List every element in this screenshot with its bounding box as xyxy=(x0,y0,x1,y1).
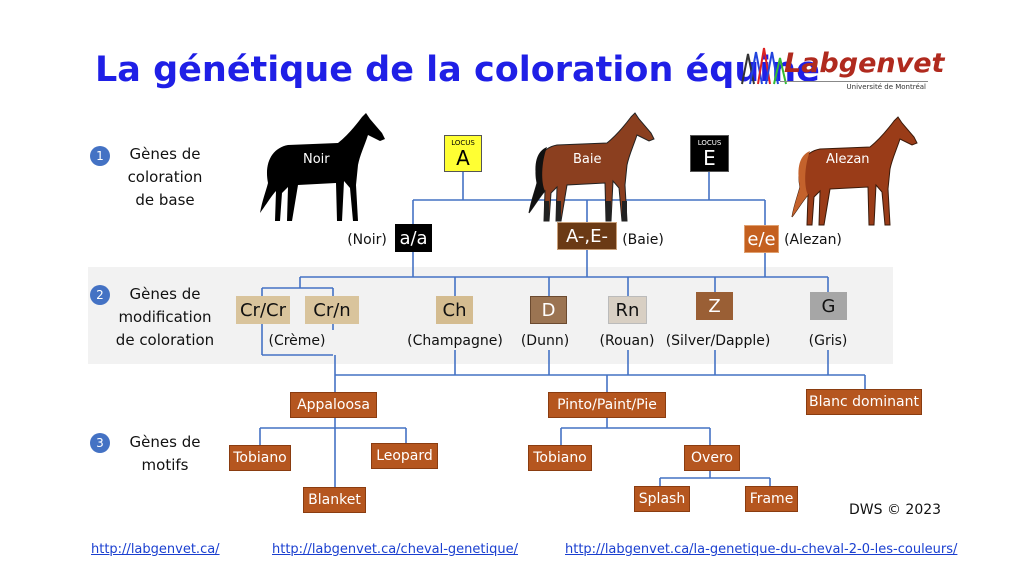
modifier-cr-label: (Crème) xyxy=(268,333,326,349)
credit: DWS © 2023 xyxy=(849,502,942,518)
modifier-d-label: (Dunn) xyxy=(520,333,570,349)
genotype-ae: A-,E- xyxy=(557,222,617,250)
pattern-blanc-dominant: Blanc dominant xyxy=(806,389,922,415)
pattern-appaloosa: Appaloosa xyxy=(290,392,377,418)
pattern-blanket: Blanket xyxy=(303,487,366,513)
modifier-crn: Cr/n xyxy=(305,296,359,324)
pattern-tobiano-pinto: Tobiano xyxy=(528,445,592,471)
modifier-z-label: (Silver/Dapple) xyxy=(665,333,771,349)
genotype-aa: a/a xyxy=(395,224,432,252)
modifier-rn-label: (Rouan) xyxy=(599,333,655,349)
genotype-aa-label: (Noir) xyxy=(347,232,387,248)
horse-noir-label: Noir xyxy=(303,152,330,167)
modifier-z: Z xyxy=(696,292,733,320)
modifier-rn: Rn xyxy=(608,296,647,324)
horse-baie-label: Baie xyxy=(573,152,602,167)
modifier-g: G xyxy=(810,292,847,320)
section-2-badge: 2 xyxy=(90,285,110,305)
pattern-leopard: Leopard xyxy=(371,443,438,469)
modifier-d: D xyxy=(530,296,567,324)
horse-baie xyxy=(528,112,655,222)
logo-subtitle: Université de Montréal xyxy=(846,83,926,91)
genotype-ae-label: (Baie) xyxy=(622,232,664,248)
section-1-badge: 1 xyxy=(90,146,110,166)
chromatogram-icon xyxy=(741,47,787,85)
modifier-crcr: Cr/Cr xyxy=(236,296,290,324)
link-cheval-genetique[interactable]: http://labgenvet.ca/cheval-genetique/ xyxy=(272,542,518,557)
horse-alezan-label: Alezan xyxy=(826,152,870,167)
logo-text: Labgenvet xyxy=(784,48,945,79)
pattern-tobiano-appaloosa: Tobiano xyxy=(229,445,291,471)
modifier-band xyxy=(88,267,893,364)
pattern-frame: Frame xyxy=(745,486,798,512)
horse-alezan xyxy=(791,116,918,226)
link-genetique-couleurs[interactable]: http://labgenvet.ca/la-genetique-du-chev… xyxy=(565,542,958,557)
pattern-overo: Overo xyxy=(684,445,740,471)
genotype-ee-label: (Alezan) xyxy=(784,232,842,248)
modifier-ch-label: (Champagne) xyxy=(407,333,503,349)
pattern-pinto: Pinto/Paint/Pie xyxy=(548,392,666,418)
labgenvet-logo: Labgenvet Université de Montréal xyxy=(740,44,944,94)
section-3-badge: 3 xyxy=(90,433,110,453)
pattern-splash: Splash xyxy=(634,486,690,512)
modifier-g-label: (Gris) xyxy=(808,333,848,349)
genotype-ee: e/e xyxy=(744,225,779,253)
horse-noir xyxy=(260,113,385,221)
page-title: La génétique de la coloration équine xyxy=(95,50,820,90)
link-labgenvet[interactable]: http://labgenvet.ca/ xyxy=(91,542,220,557)
modifier-ch: Ch xyxy=(436,296,473,324)
